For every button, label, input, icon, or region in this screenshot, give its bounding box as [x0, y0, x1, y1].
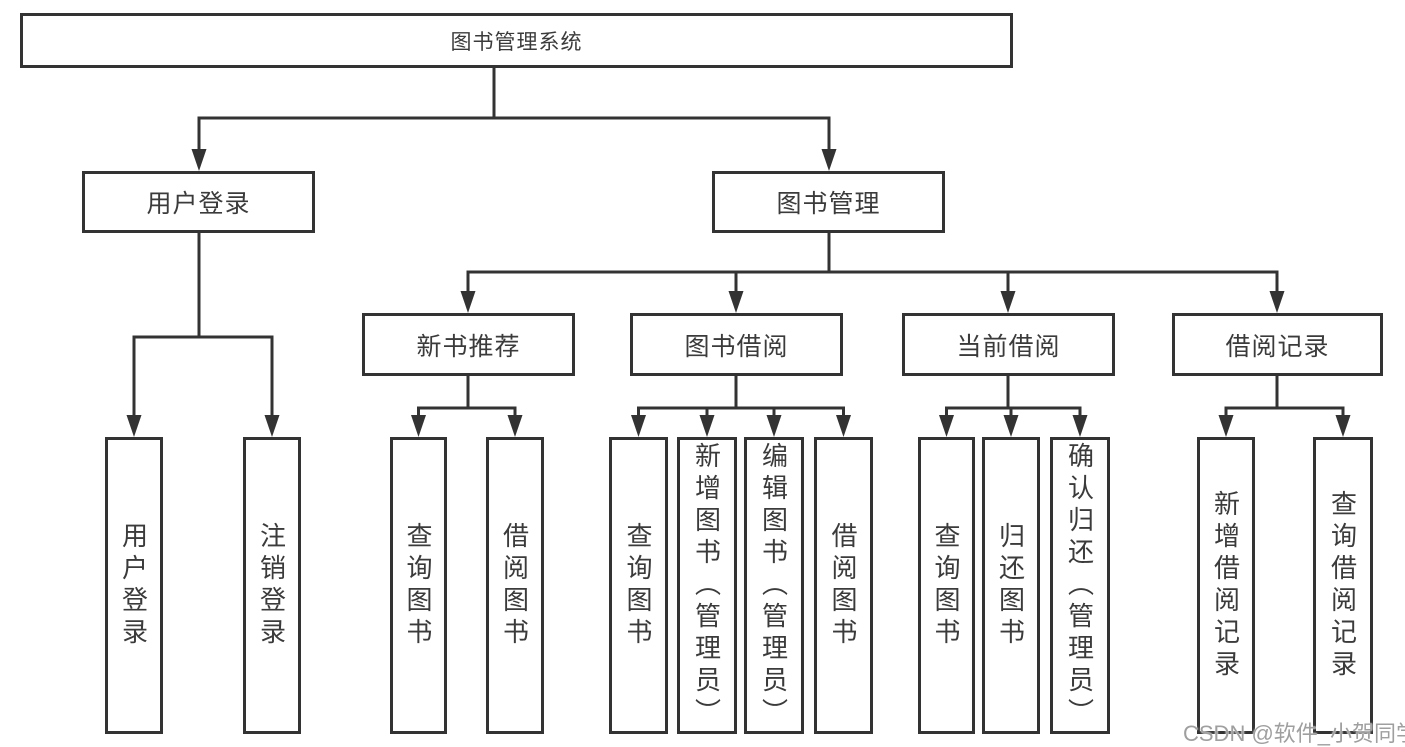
node-library-management-system: 图书管理系统 — [20, 13, 1013, 68]
leaf-logout: 注销登录 — [243, 437, 301, 734]
leaf-user-login: 用户登录 — [105, 437, 163, 734]
leaf-current-confirm-return-admin: 确认归还（管理员） — [1050, 437, 1110, 734]
leaf-borrow-edit-books-admin: 编辑图书（管理员） — [744, 437, 804, 734]
leaf-borrow-query-books: 查询图书 — [609, 437, 668, 734]
leaf-records-query-record: 查询借阅记录 — [1313, 437, 1373, 734]
node-book-management: 图书管理 — [712, 171, 945, 233]
arrowheads — [126, 149, 1351, 437]
csdn-watermark: CSDN @软件_小贺同学 — [1183, 721, 1405, 746]
connector-paths — [132, 68, 1345, 426]
leaf-borrow-borrow-books: 借阅图书 — [814, 437, 873, 734]
node-current-borrow: 当前借阅 — [902, 313, 1115, 376]
node-borrow-records: 借阅记录 — [1172, 313, 1383, 376]
node-user-login: 用户登录 — [82, 171, 315, 233]
node-book-borrow: 图书借阅 — [630, 313, 843, 376]
leaf-recommend-query-books: 查询图书 — [390, 437, 447, 734]
leaf-current-query-books: 查询图书 — [918, 437, 975, 734]
node-new-book-recommend: 新书推荐 — [362, 313, 575, 376]
leaf-records-add-record: 新增借阅记录 — [1197, 437, 1255, 734]
leaf-borrow-add-books-admin: 新增图书（管理员） — [677, 437, 737, 734]
leaf-current-return-books: 归还图书 — [982, 437, 1040, 734]
leaf-recommend-borrow-books: 借阅图书 — [486, 437, 544, 734]
